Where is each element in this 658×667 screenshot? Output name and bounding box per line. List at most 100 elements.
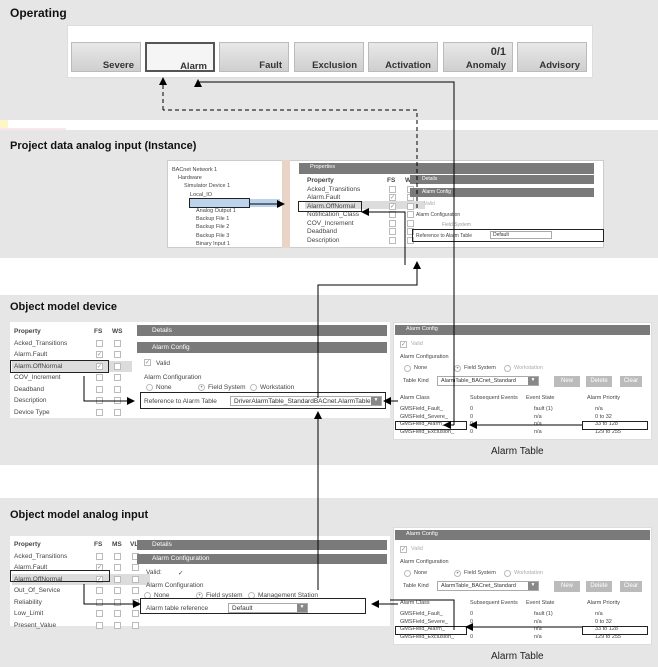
checkbox[interactable] <box>132 587 139 594</box>
checkbox[interactable] <box>114 362 121 370</box>
checkbox[interactable] <box>96 610 103 617</box>
checkbox[interactable] <box>96 587 103 594</box>
property-name[interactable]: COV_Increment <box>307 219 354 227</box>
tree-node[interactable]: Local_IO <box>190 191 213 198</box>
valid-checkbox[interactable]: ✓ <box>144 359 151 366</box>
alarm-table-dropdown[interactable]: Default▼ <box>228 603 308 613</box>
checkbox[interactable] <box>132 564 139 571</box>
checkbox[interactable] <box>114 552 121 560</box>
table-kind-dropdown[interactable]: AlarmTable_BACnet_Standard▼ <box>437 581 539 591</box>
property-name[interactable]: Alarm.OffNormal <box>14 575 63 583</box>
table-kind-dropdown[interactable]: AlarmTable_BACnet_Standard▼ <box>437 376 539 386</box>
checkbox[interactable] <box>407 228 414 235</box>
checkbox[interactable] <box>96 621 103 629</box>
tree-node[interactable]: Analog Output 1 <box>196 208 236 214</box>
property-name[interactable]: Deadband <box>14 385 44 393</box>
checkbox[interactable] <box>114 408 121 416</box>
checkbox[interactable] <box>114 575 121 583</box>
checkbox[interactable] <box>96 339 103 347</box>
valid-checkbox[interactable]: ✓ <box>400 546 407 553</box>
checkbox[interactable] <box>407 236 414 244</box>
radio-button[interactable] <box>250 384 257 391</box>
category-button-alarm[interactable]: Alarm <box>145 42 215 72</box>
checkbox[interactable] <box>114 339 121 347</box>
checkbox[interactable] <box>114 621 121 629</box>
table-cell[interactable]: GMSField_Exclusion_ <box>400 428 455 435</box>
checkbox[interactable]: ✓ <box>389 202 396 210</box>
radio-button[interactable] <box>404 570 411 577</box>
table-cell[interactable]: GMSField_Severe_ <box>400 618 448 625</box>
delete-button[interactable]: Delete <box>586 581 612 592</box>
category-button-exclusion[interactable]: Exclusion <box>294 42 364 72</box>
checkbox[interactable] <box>114 587 121 594</box>
checkbox[interactable] <box>96 408 103 416</box>
checkbox[interactable] <box>114 610 121 617</box>
checkbox[interactable] <box>114 598 121 606</box>
checkbox[interactable] <box>132 575 139 583</box>
radio-button[interactable]: • <box>454 570 461 577</box>
table-cell[interactable]: GMSField_Fault_ <box>400 611 443 617</box>
property-name[interactable]: Deadband <box>307 228 337 235</box>
property-name[interactable]: Acked_Transitions <box>14 339 68 347</box>
table-cell[interactable]: GMSField_Alarm_ <box>400 421 445 427</box>
checkbox[interactable] <box>407 202 414 210</box>
tree-node[interactable]: Backup File 1 <box>196 216 230 223</box>
property-name[interactable]: Acked_Transitions <box>14 552 68 560</box>
tree-node[interactable]: Binary Input 1 <box>196 240 230 247</box>
clear-button[interactable]: Clear <box>620 581 642 592</box>
radio-button[interactable] <box>504 365 511 372</box>
tree-node[interactable]: Simulator Device 1 <box>184 183 231 190</box>
checkbox[interactable] <box>114 374 121 381</box>
alarm-table-dropdown[interactable]: DriverAlarmTable_StandardBACnet.AlarmTab… <box>230 396 382 406</box>
checkbox[interactable] <box>132 621 139 629</box>
property-name[interactable]: Alarm.OffNormal <box>307 202 356 210</box>
checkbox[interactable] <box>132 610 139 617</box>
radio-button[interactable] <box>404 365 411 372</box>
radio-button[interactable] <box>504 570 511 577</box>
new-button[interactable]: New <box>554 376 580 387</box>
checkbox[interactable] <box>407 211 414 218</box>
checkbox[interactable]: ✓ <box>96 575 103 583</box>
property-name[interactable]: Description <box>14 397 47 404</box>
property-name[interactable]: Present_Value <box>14 621 57 629</box>
radio-button[interactable]: • <box>198 384 205 391</box>
property-name[interactable]: Device Type <box>14 408 50 416</box>
checkbox[interactable] <box>389 228 396 235</box>
category-button-severe[interactable]: Severe <box>71 42 141 72</box>
table-cell[interactable]: GMSField_Fault_ <box>400 406 443 412</box>
checkbox[interactable] <box>96 598 103 606</box>
table-cell[interactable]: GMSField_Alarm_ <box>400 626 445 632</box>
table-cell[interactable]: GMSField_Severe_ <box>400 413 448 420</box>
property-name[interactable]: COV_Increment <box>14 374 61 381</box>
checkbox[interactable] <box>407 219 414 227</box>
property-name[interactable]: Alarm.OffNormal <box>14 362 63 370</box>
checkbox[interactable]: ✓ <box>96 351 103 358</box>
checkbox[interactable] <box>114 351 121 358</box>
delete-button[interactable]: Delete <box>586 376 612 387</box>
radio-button[interactable] <box>146 384 153 391</box>
property-name[interactable]: Description <box>307 236 340 244</box>
checkbox[interactable] <box>96 552 103 560</box>
property-name[interactable]: Low_Limit <box>14 610 44 617</box>
category-button-advisory[interactable]: Advisory <box>517 42 587 72</box>
property-name[interactable]: Notification_Class <box>307 211 360 218</box>
checkbox[interactable] <box>389 185 396 193</box>
checkbox[interactable] <box>96 385 103 393</box>
checkbox[interactable] <box>389 219 396 227</box>
property-name[interactable]: Reliability <box>14 598 42 606</box>
property-name[interactable]: Acked_Transitions <box>307 185 361 193</box>
checkbox[interactable] <box>389 236 396 244</box>
clear-button[interactable]: Clear <box>620 376 642 387</box>
alarm-table-dropdown[interactable]: Default <box>490 231 552 239</box>
property-name[interactable]: Out_Of_Service <box>14 587 61 594</box>
checkbox[interactable] <box>96 374 103 381</box>
category-button-activation[interactable]: Activation <box>368 42 438 72</box>
tree-node[interactable]: BACnet Network 1 <box>172 167 218 173</box>
category-button-fault[interactable]: Fault <box>219 42 289 72</box>
checkbox[interactable] <box>114 564 121 571</box>
property-name[interactable]: Alarm.Fault <box>14 564 48 571</box>
valid-checkbox[interactable]: ✓ <box>400 341 407 348</box>
tree-node[interactable]: Backup File 2 <box>196 224 230 231</box>
tree-node[interactable]: Backup File 3 <box>196 232 230 239</box>
